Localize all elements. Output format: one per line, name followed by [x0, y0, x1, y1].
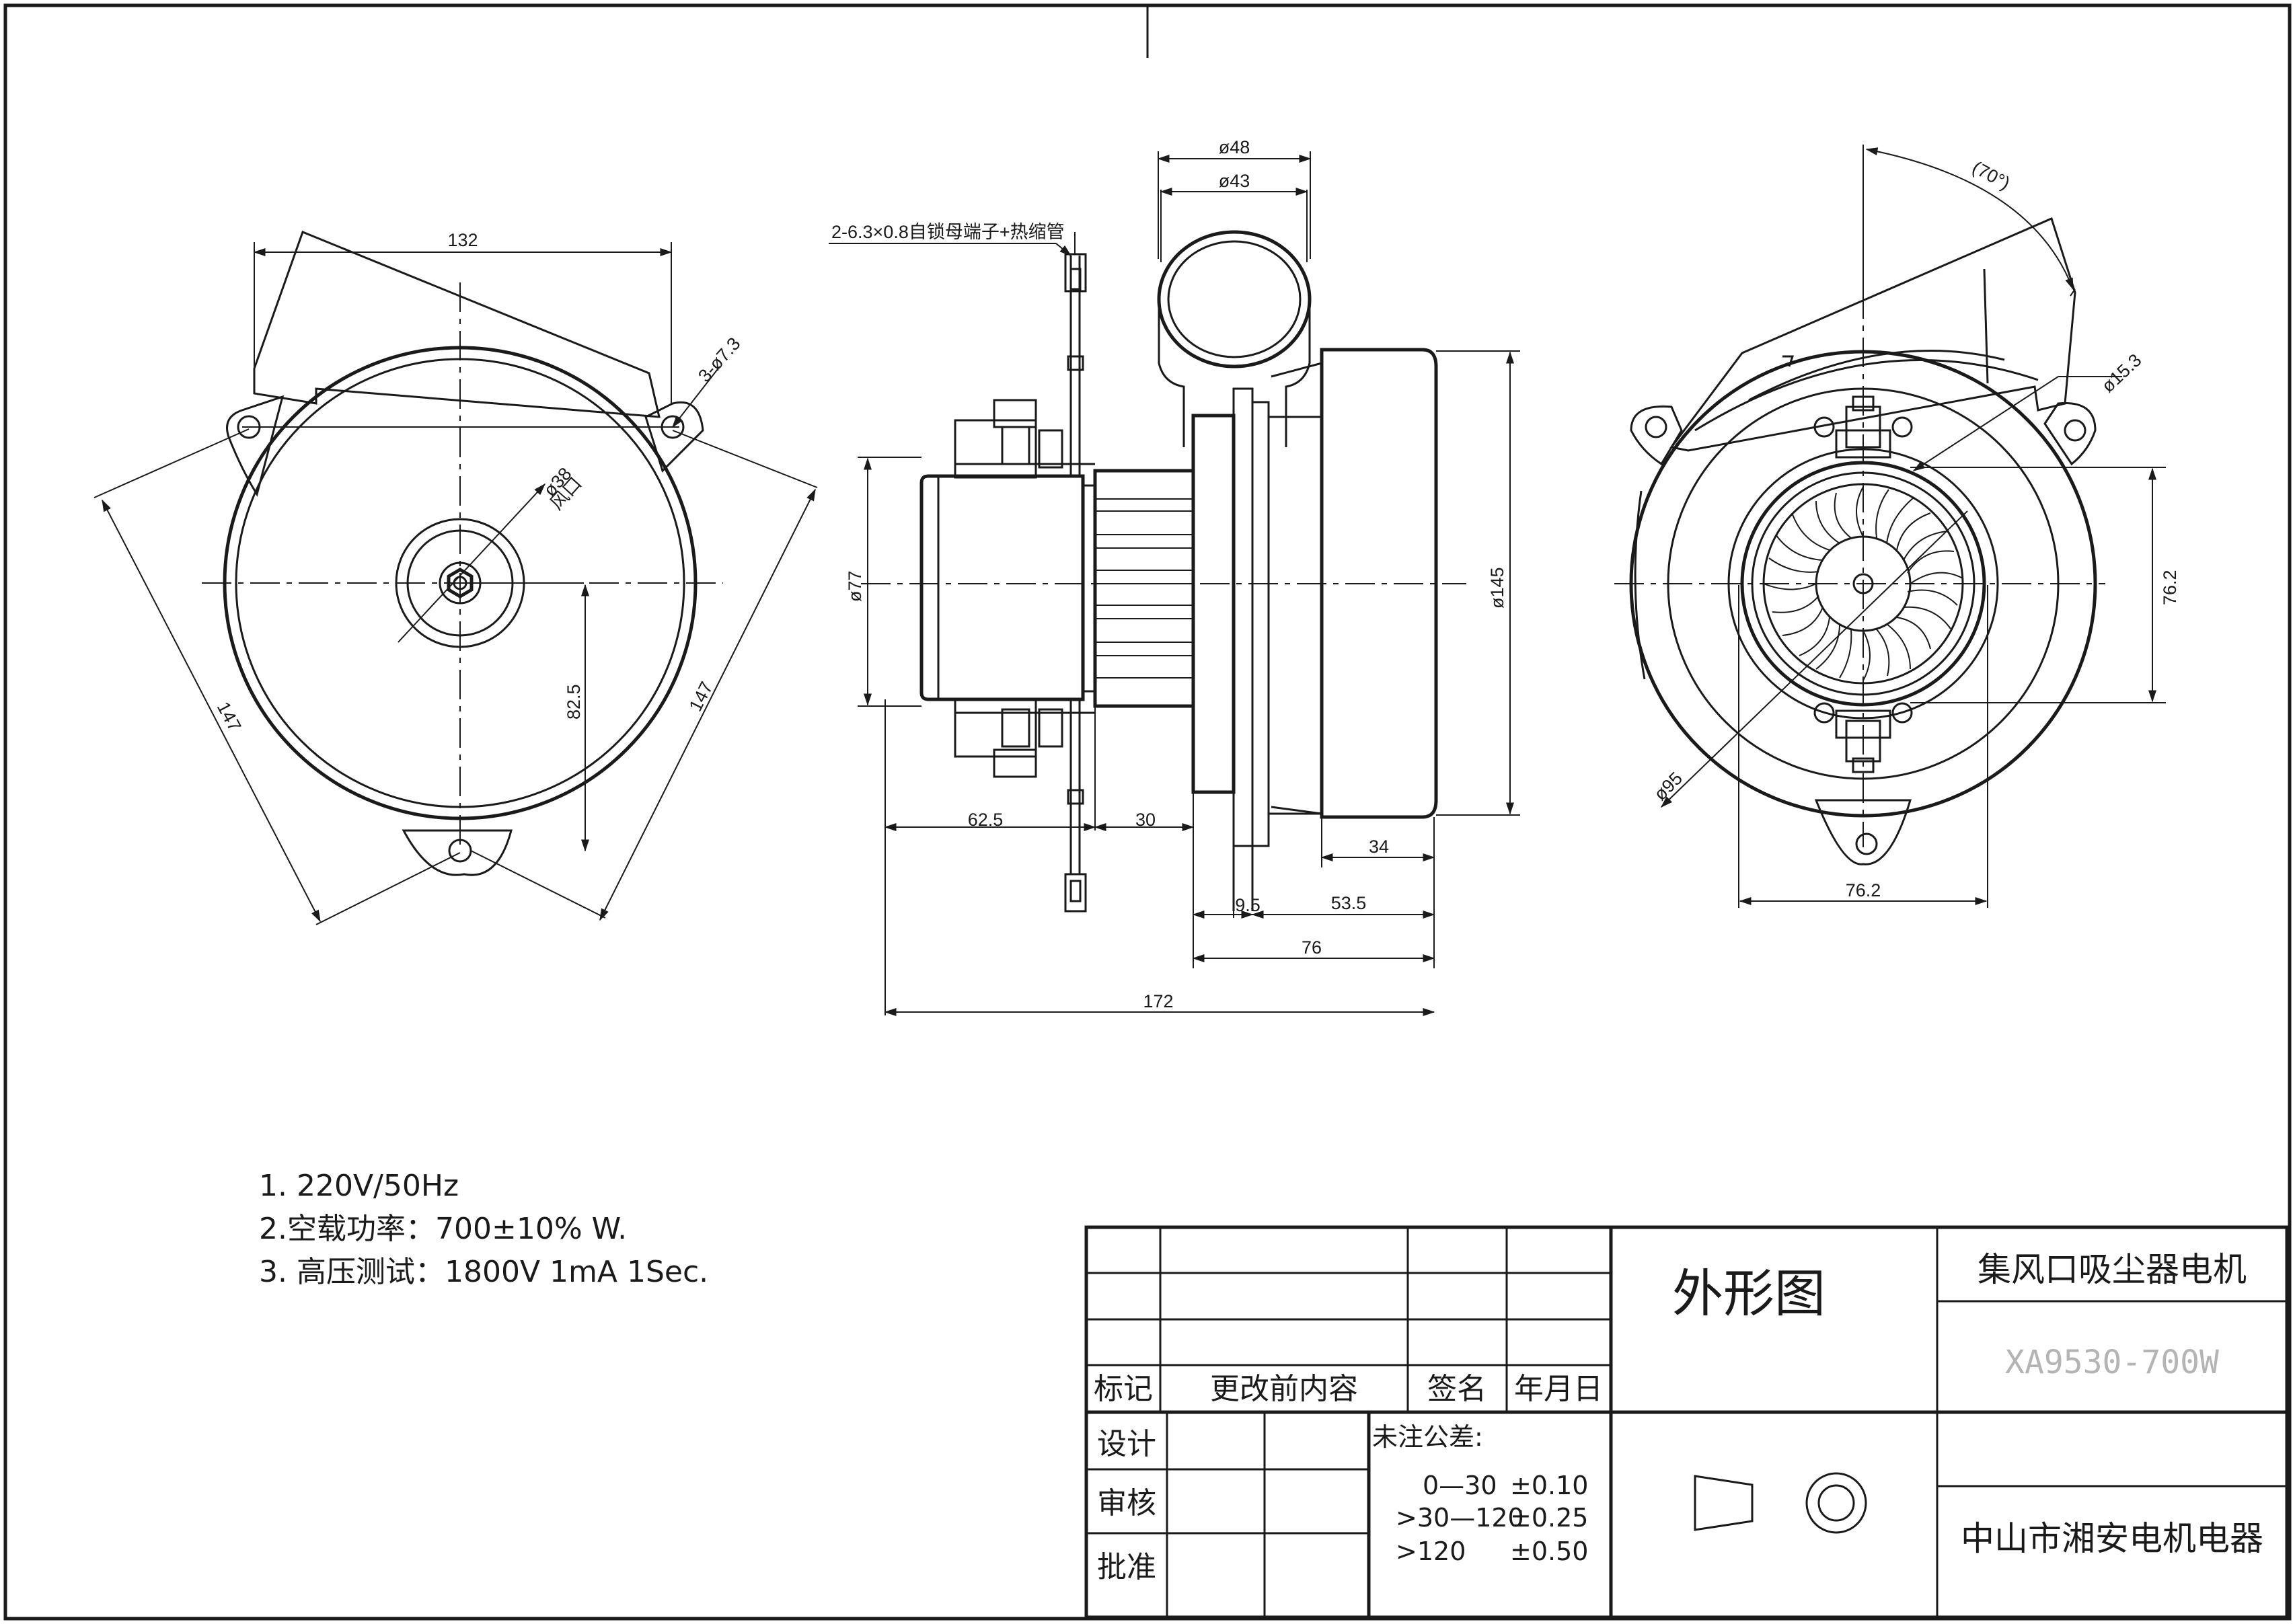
front-view — [93, 231, 818, 925]
dim-front-right: 147 — [685, 679, 717, 715]
tolerance-range-2: >30—120 — [1396, 1503, 1524, 1533]
dim-front-left: 147 — [213, 699, 246, 735]
title-block — [1084, 1225, 2289, 1619]
dim-side-d48: ø48 — [1219, 137, 1250, 157]
title-model: XA9530-700W — [2005, 1344, 2219, 1381]
note-3: 3. 高压测试：1800V 1mA 1Sec. — [259, 1255, 708, 1289]
dim-rear-d15-3: ø15.3 — [2098, 350, 2146, 396]
note-2: 2.空载功率：700±10% W. — [259, 1212, 627, 1246]
title-drawing-name: 外形图 — [1672, 1264, 1826, 1323]
tolerance-range-1: 0—30 — [1423, 1471, 1497, 1500]
dim-front-width: 132 — [447, 230, 478, 250]
title-rev-content: 更改前内容 — [1210, 1372, 1358, 1406]
dim-side-172: 172 — [1143, 991, 1173, 1011]
tolerance-value-1: ±0.10 — [1510, 1471, 1588, 1500]
side-view — [829, 151, 1520, 1016]
dim-side-d145: ø145 — [1487, 567, 1507, 609]
title-review: 审核 — [1097, 1486, 1156, 1520]
dim-rear-76-2-horizontal: 76.2 — [1846, 880, 1881, 900]
dim-side-9-5: 9.5 — [1235, 895, 1261, 915]
note-1: 1. 220V/50Hz — [259, 1169, 459, 1203]
dim-rear-angle: (70°) — [1969, 157, 2013, 194]
title-product-name: 集风口吸尘器电机 — [1978, 1250, 2247, 1289]
dim-rear-76-2-vertical: 76.2 — [2160, 570, 2180, 605]
dim-side-d77: ø77 — [845, 570, 865, 602]
rear-view — [1614, 145, 2166, 908]
title-approve: 批准 — [1097, 1550, 1156, 1584]
impeller-blades — [1763, 486, 1963, 681]
title-rev-mark: 标记 — [1094, 1372, 1153, 1406]
tolerance-value-2: ±0.25 — [1510, 1503, 1588, 1533]
title-rev-sign: 签名 — [1427, 1372, 1487, 1406]
tolerance-range-3: >120 — [1396, 1537, 1466, 1566]
dim-front-offset: 82.5 — [564, 684, 584, 720]
dim-front-holes: 3-ø7.3 — [694, 334, 745, 386]
dim-side-62-5: 62.5 — [968, 810, 1004, 830]
dim-side-34: 34 — [1369, 837, 1389, 857]
dim-side-76: 76 — [1302, 937, 1322, 958]
tolerance-value-3: ±0.50 — [1510, 1537, 1588, 1566]
dim-side-d43: ø43 — [1219, 171, 1250, 191]
title-company: 中山市湘安电机电器 — [1961, 1519, 2263, 1558]
side-terminal-note: 2-6.3×0.8自锁母端子+热缩管 — [831, 222, 1065, 242]
title-tolerance-heading: 未注公差: — [1372, 1422, 1483, 1452]
dim-side-53-5: 53.5 — [1331, 893, 1367, 913]
title-design: 设计 — [1097, 1427, 1156, 1461]
dim-side-30: 30 — [1135, 810, 1156, 830]
dim-rear-d95: ø95 — [1650, 768, 1686, 804]
title-rev-date: 年月日 — [1514, 1372, 1603, 1406]
